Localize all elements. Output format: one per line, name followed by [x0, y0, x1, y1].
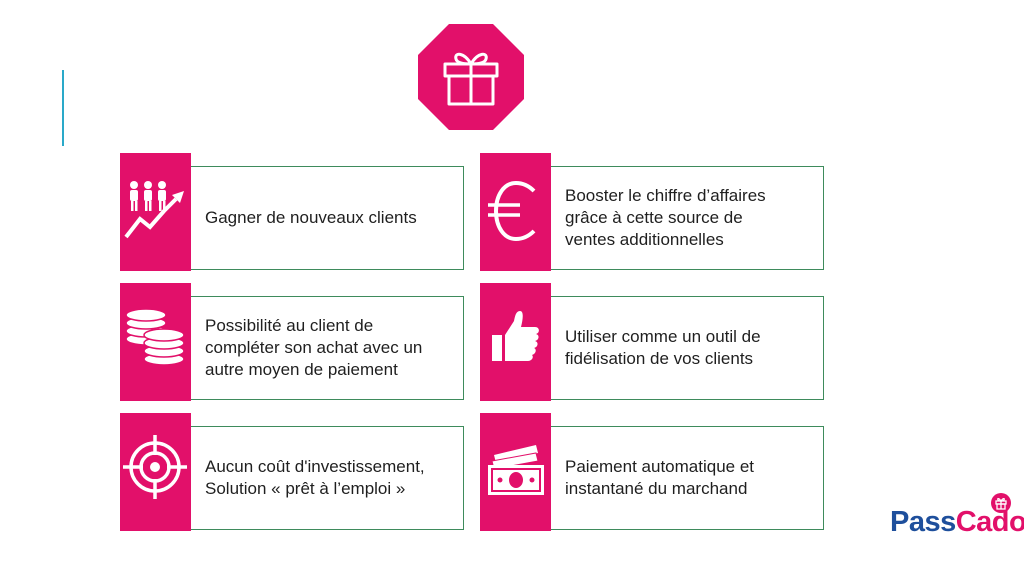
- logo-cado: Cado: [955, 506, 1024, 538]
- coins-icon: [125, 308, 185, 366]
- card-text: Possibilité au client de compléter son a…: [205, 316, 423, 379]
- growth-people-icon: [124, 181, 184, 239]
- card-text: Aucun coût d'investissement, Solution « …: [205, 457, 425, 498]
- card-text: Booster le chiffre d’affaires grâce à ce…: [565, 186, 766, 249]
- logo-text: PassCado: [890, 506, 1024, 539]
- thumbs-up-icon: [492, 311, 539, 361]
- benefit-card-instant-payment: Paiement automatique et instantané du ma…: [480, 413, 824, 531]
- benefit-card-no-investment: Aucun coût d'investissement, Solution « …: [120, 413, 464, 531]
- icon-box: [120, 283, 191, 401]
- card-text: Gagner de nouveaux clients: [205, 208, 417, 227]
- icon-box: [480, 413, 551, 531]
- icon-box: [480, 283, 551, 401]
- gift-icon: [443, 52, 499, 106]
- card-text: Paiement automatique et instantané du ma…: [565, 457, 755, 498]
- benefit-card-new-clients: Gagner de nouveaux clients: [120, 153, 464, 271]
- icon-box: [120, 413, 191, 531]
- benefit-card-payment-complement: Possibilité au client de compléter son a…: [120, 283, 464, 401]
- accent-line: [62, 70, 64, 146]
- icon-box: [120, 153, 191, 271]
- logo-gift-badge-icon: [991, 493, 1011, 513]
- benefit-card-revenue: Booster le chiffre d’affaires grâce à ce…: [480, 153, 824, 271]
- benefit-card-loyalty: Utiliser comme un outil de fidélisation …: [480, 283, 824, 401]
- card-text: Utiliser comme un outil de fidélisation …: [565, 327, 761, 368]
- logo-pass: Pass: [890, 506, 956, 538]
- gift-octagon: [418, 24, 524, 130]
- icon-box: [480, 153, 551, 271]
- euro-icon: [488, 180, 536, 242]
- target-icon: [123, 435, 187, 499]
- banknotes-icon: [488, 445, 544, 495]
- passcado-logo: PassCado: [890, 492, 1024, 548]
